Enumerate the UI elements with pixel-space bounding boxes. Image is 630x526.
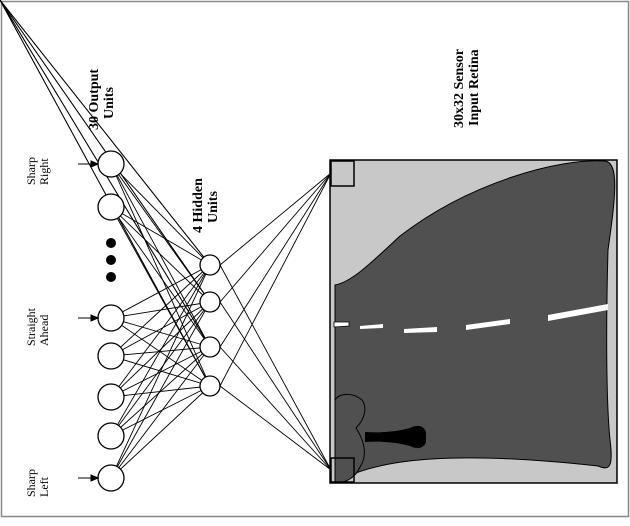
output-unit	[97, 383, 125, 411]
label-sharp-left-1: Sharp	[24, 469, 38, 497]
lane-dash	[333, 321, 350, 328]
connection	[0, 0, 211, 387]
hidden-unit	[199, 336, 221, 358]
connection	[110, 317, 211, 348]
lane-dash	[404, 327, 437, 333]
label-sharp-left-2: Left	[37, 476, 51, 497]
car-shadow	[365, 425, 426, 449]
input-retina	[329, 159, 618, 484]
connection	[219, 172, 332, 303]
connection	[110, 206, 211, 266]
road-surface	[334, 160, 616, 484]
connection	[219, 264, 332, 471]
connection	[110, 264, 211, 437]
output-units-title-1: 30 Output	[87, 69, 102, 130]
arrowhead	[90, 474, 100, 482]
connection	[219, 172, 332, 266]
connection	[110, 301, 211, 398]
hidden-layer	[199, 254, 221, 397]
lane-dash	[466, 319, 510, 330]
ellipsis-dot	[106, 255, 116, 265]
arrowhead	[90, 314, 100, 322]
connection	[0, 0, 211, 266]
connection	[219, 172, 332, 348]
lane-dash	[548, 304, 608, 321]
output-units-title-2: Units	[102, 87, 117, 119]
connection	[110, 301, 211, 437]
connection	[110, 385, 211, 479]
connection	[110, 264, 211, 479]
output-unit	[97, 193, 125, 221]
connection	[110, 301, 211, 479]
output-to-hidden-connections	[0, 0, 211, 479]
connection	[110, 301, 211, 357]
connection	[110, 163, 211, 266]
hidden-to-retina-connections	[219, 172, 332, 471]
retina-title-1: 30x32 Sensor	[452, 49, 467, 128]
connection	[110, 163, 211, 387]
output-unit-sharp-left	[97, 464, 125, 492]
ellipsis-dot	[106, 272, 116, 282]
label-straight-ahead-2: Ahead	[37, 315, 51, 346]
hidden-units-title-2: Units	[206, 191, 221, 223]
lane-dash	[360, 324, 383, 329]
output-layer	[97, 150, 125, 492]
output-unit	[97, 422, 125, 450]
connection	[219, 385, 332, 471]
label-sharp-right-1: Sharp	[24, 157, 38, 185]
connection	[110, 206, 211, 303]
connection	[110, 163, 211, 348]
connection	[219, 346, 332, 471]
label-sharp-right-2: Right	[37, 158, 51, 185]
output-unit-sharp-right	[97, 150, 125, 178]
road-center-line	[333, 304, 608, 333]
hidden-unit	[199, 254, 221, 276]
connection	[110, 317, 211, 387]
arrowhead	[90, 160, 100, 168]
output-unit	[97, 342, 125, 370]
ellipsis-dots	[106, 238, 116, 282]
connection	[110, 385, 211, 437]
connection	[219, 301, 332, 471]
connection	[110, 346, 211, 479]
connection	[110, 264, 211, 357]
connection	[110, 346, 211, 357]
connection	[110, 264, 211, 398]
ellipsis-dot	[106, 238, 116, 248]
hidden-unit	[199, 291, 221, 313]
output-arrows	[78, 160, 100, 482]
retina-title-2: Input Retina	[467, 49, 482, 126]
output-unit-straight-ahead	[97, 304, 125, 332]
label-straight-ahead-1: Straight	[24, 307, 38, 346]
hidden-units-title-1: 4 Hidden	[191, 178, 206, 233]
connection	[0, 0, 211, 303]
car-hood	[334, 393, 366, 484]
connection	[110, 346, 211, 437]
connection	[219, 172, 332, 387]
connection	[110, 264, 211, 319]
hidden-unit	[199, 375, 221, 397]
